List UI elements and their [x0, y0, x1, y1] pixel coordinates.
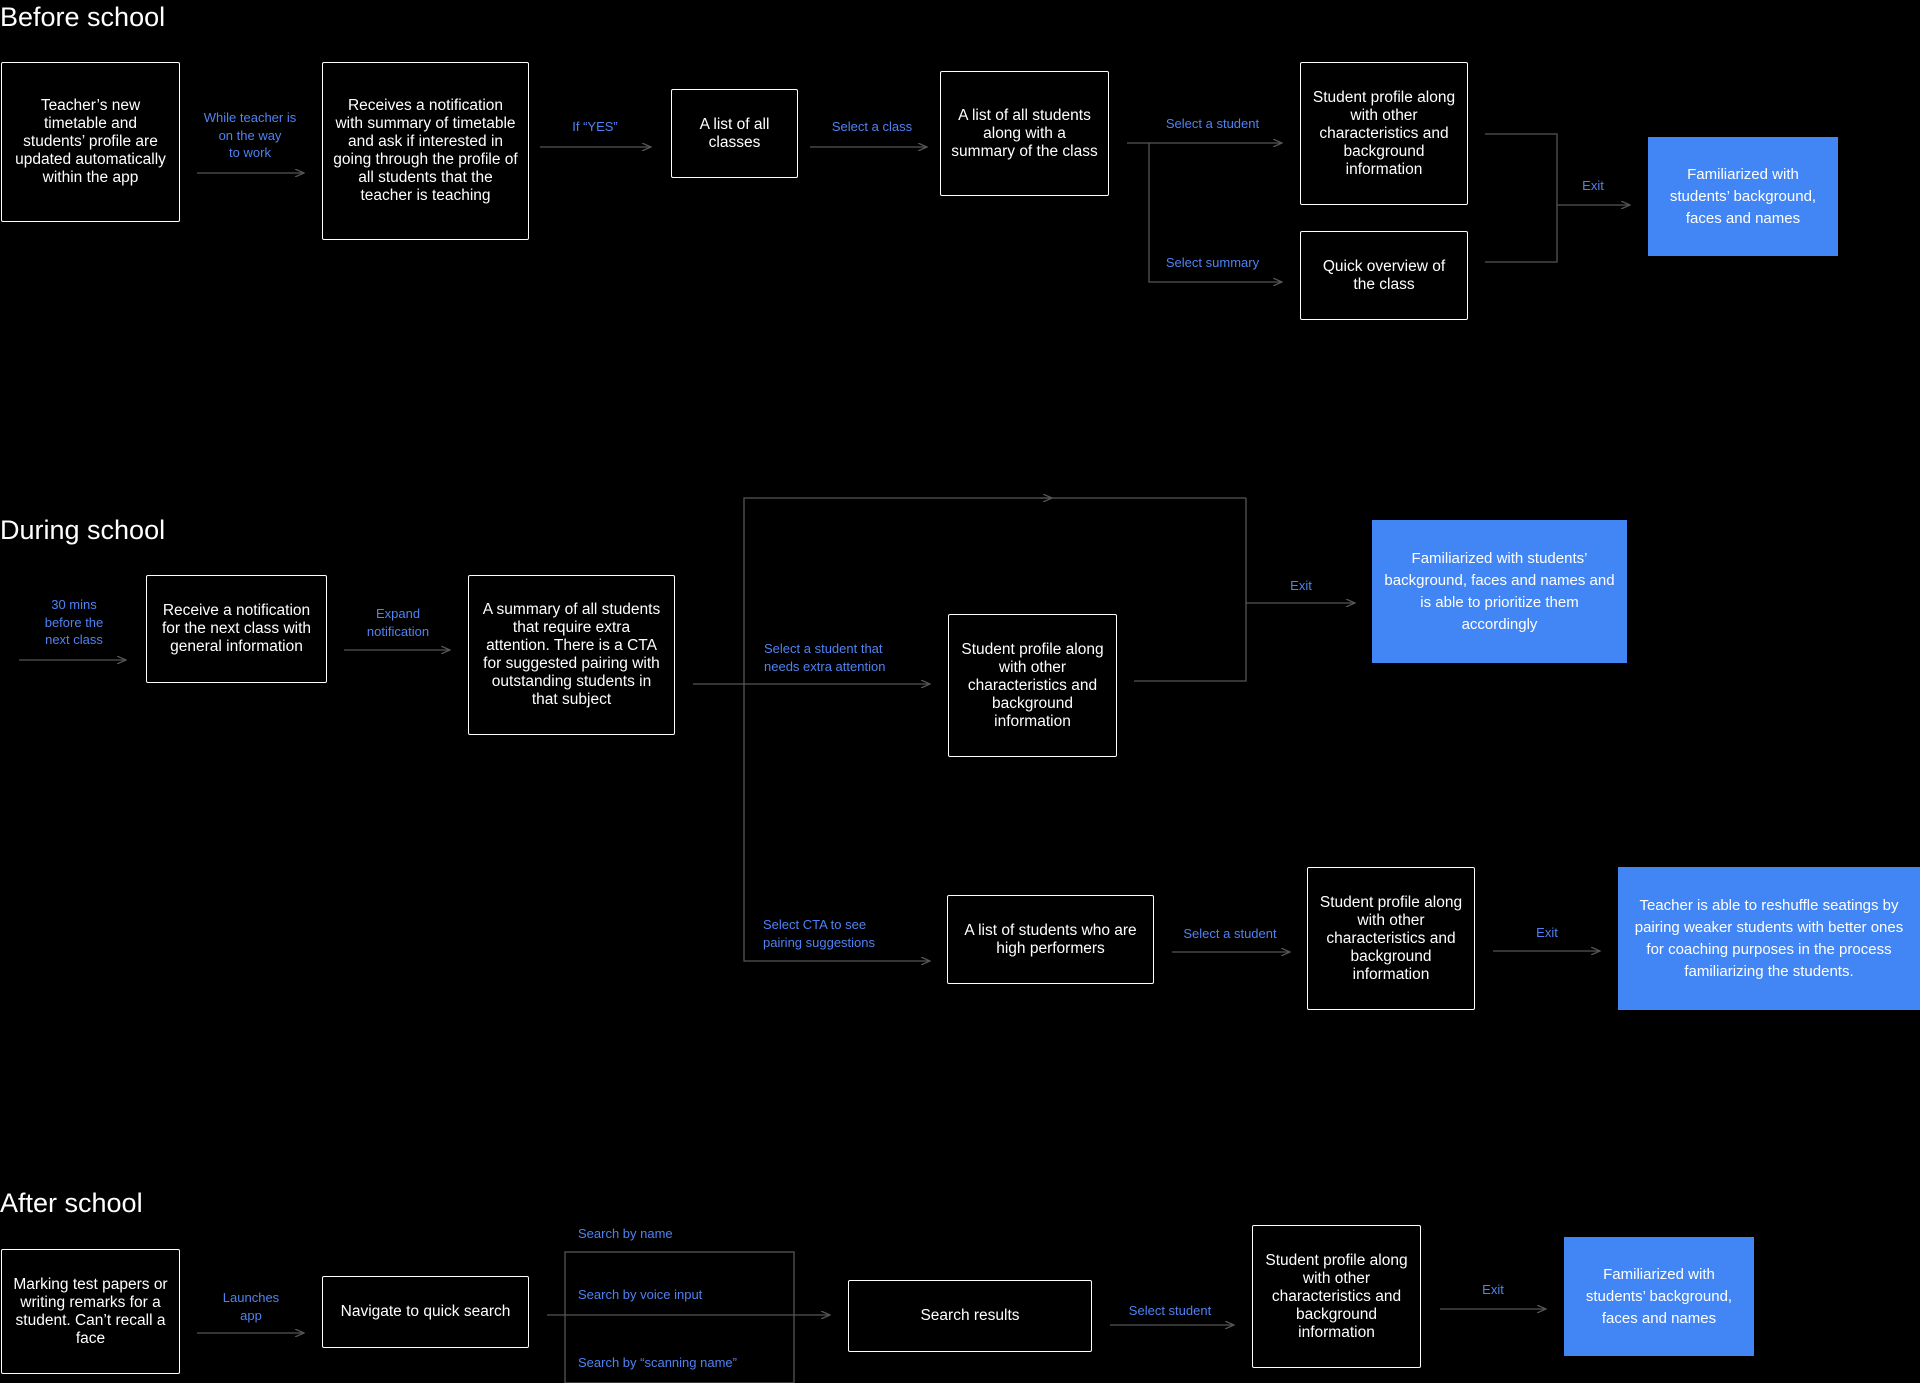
node-notification-summary: Receives a notification with summary of … [322, 62, 529, 240]
label-exit-after: Exit [1482, 1282, 1504, 1297]
outcome-during-reshuffle: Teacher is able to reshuffle seatings by… [1618, 867, 1920, 1010]
label-select-student-attention: Select a student that needs extra attent… [764, 641, 886, 674]
label-search-by-name: Search by name [578, 1226, 673, 1241]
section-heading-during: During school [0, 515, 166, 545]
label-select-student-after: Select student [1128, 1303, 1212, 1318]
section-heading-after: After school [0, 1188, 143, 1218]
merge-during [1134, 498, 1247, 682]
node-student-profile-after: Student profile along with other charact… [1252, 1225, 1421, 1368]
label-exit-during-2: Exit [1536, 925, 1558, 940]
arrow-during-top [743, 498, 1052, 684]
label-select-summary: Select summary [1165, 255, 1260, 270]
label-search-by-scanning: Search by “scanning name” [578, 1355, 737, 1370]
arrow-before-5 [1148, 143, 1282, 282]
label-select-class: Select a class [831, 119, 913, 134]
merge-before [1485, 133, 1558, 263]
label-exit-before: Exit [1582, 178, 1604, 193]
node-attention-summary: A summary of all students that require e… [468, 575, 675, 735]
node-student-profile-performer: Student profile along with other charact… [1307, 867, 1475, 1010]
node-quick-search: Navigate to quick search [322, 1276, 529, 1348]
search-options-group [564, 1251, 795, 1383]
node-high-performers: A list of students who are high performe… [947, 895, 1154, 984]
node-list-of-classes: A list of all classes [671, 89, 798, 178]
label-select-cta: Select CTA to see pairing suggestions [763, 917, 876, 950]
label-launches-app: Launches app [222, 1290, 280, 1323]
section-heading-before: Before school [0, 2, 166, 32]
label-select-student-performer: Select a student [1183, 926, 1277, 941]
node-marking-papers: Marking test papers or writing remarks f… [1, 1249, 180, 1374]
node-student-profile-attention: Student profile along with other charact… [948, 614, 1117, 757]
label-while-on-way: While teacher is on the way to work [203, 110, 297, 160]
label-search-by-voice: Search by voice input [578, 1287, 703, 1302]
outcome-after: Familiarized with students’ background, … [1564, 1237, 1754, 1356]
label-if-yes: If “YES” [572, 119, 618, 134]
outcome-during-prioritize: Familiarized with students’ background, … [1372, 520, 1627, 663]
node-receive-notification: Receive a notification for the next clas… [146, 575, 327, 683]
node-search-results: Search results [848, 1280, 1092, 1352]
label-expand-notification: Expand notification [366, 606, 430, 639]
label-select-student: Select a student [1165, 116, 1260, 131]
node-student-profile: Student profile along with other charact… [1300, 62, 1468, 205]
arrow-during-cta [743, 684, 930, 961]
node-list-of-students: A list of all students along with a summ… [940, 71, 1109, 196]
label-30-mins: 30 mins before the next class [44, 597, 104, 647]
label-exit-during-1: Exit [1290, 578, 1312, 593]
outcome-before: Familiarized with students’ background, … [1648, 137, 1838, 256]
node-timetable-updated: Teacher’s new timetable and students’ pr… [1, 62, 180, 222]
node-quick-overview: Quick overview of the class [1300, 231, 1468, 320]
